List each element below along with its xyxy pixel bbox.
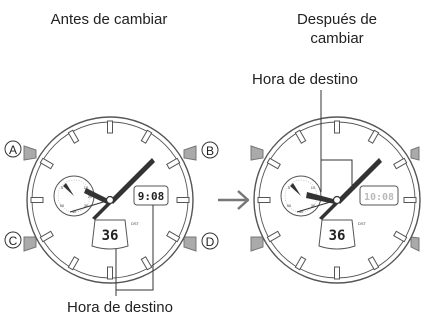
callout-line-top bbox=[320, 90, 353, 188]
title-after-line2: cambiar bbox=[310, 30, 364, 47]
watch-after-minute-hand bbox=[337, 158, 382, 204]
watch-after-button-c bbox=[250, 236, 264, 252]
watch-before: 10 20 30 40 50 5 9:08 36 DST bbox=[23, 116, 197, 284]
title-after: Después de cambiar bbox=[262, 10, 412, 48]
watch-after-subdial-num-5: 50 bbox=[287, 203, 292, 208]
button-c-letter: C bbox=[9, 234, 18, 248]
watch-after-hour-hand bbox=[306, 192, 337, 204]
watch-before-subdial-num-4: 40 bbox=[72, 209, 77, 214]
watch-before-hand-tail bbox=[92, 202, 111, 220]
watch-after-subdial-num-1: 10 bbox=[311, 185, 316, 190]
watch-after-second-hand bbox=[296, 199, 338, 213]
button-c-badge bbox=[4, 231, 22, 249]
watch-before-subdial-hand bbox=[63, 183, 74, 196]
watch-before-lower-lcd-text: 36 bbox=[102, 228, 119, 244]
watch-before-second-hand bbox=[69, 199, 111, 213]
watch-before-hour-hand bbox=[84, 188, 110, 204]
watch-after-lower-lcd-text: 36 bbox=[329, 228, 346, 244]
watch-before-button-b bbox=[183, 145, 197, 161]
watch-before-button-labels: A C B D bbox=[4, 140, 219, 250]
watch-after-subdial-hand bbox=[290, 183, 301, 196]
watch-after: 10 20 30 40 50 5 10:08 36 DST bbox=[250, 116, 421, 284]
watch-before-center-pin bbox=[105, 195, 115, 205]
watch-before-button-c bbox=[23, 236, 37, 252]
watch-before-lower-lcd bbox=[91, 219, 129, 250]
watch-after-button-a bbox=[250, 145, 264, 161]
watch-before-dst-label: DST bbox=[131, 221, 140, 226]
watch-after-lower-lcd bbox=[318, 219, 356, 250]
button-a-badge bbox=[4, 140, 22, 158]
watch-before-subdial-num-1: 10 bbox=[84, 185, 89, 190]
watch-after-button-d bbox=[410, 236, 420, 252]
watch-before-upper-lcd bbox=[133, 185, 169, 206]
watch-after-hand-tail bbox=[319, 202, 338, 220]
watch-before-subdial-num-6: 5 bbox=[61, 185, 64, 190]
button-a-letter: A bbox=[9, 143, 17, 157]
watch-before-subdial-num-3: 30 bbox=[84, 203, 89, 208]
button-d-badge bbox=[201, 232, 219, 250]
title-before: Antes de cambiar bbox=[50, 11, 168, 28]
watch-after-upper-lcd bbox=[359, 185, 399, 206]
watch-after-subdial-num-6: 5 bbox=[288, 185, 291, 190]
watch-after-subdial-num-4: 40 bbox=[299, 209, 304, 214]
watch-before-subdial-num-5: 50 bbox=[60, 203, 65, 208]
watch-before-button-a bbox=[23, 145, 37, 161]
title-after-line1: Después de bbox=[296, 11, 378, 28]
watch-before-minute-hand bbox=[110, 158, 155, 204]
watch-before-subdial-ring bbox=[57, 179, 91, 213]
watch-after-upper-lcd-text: 10:08 bbox=[364, 192, 394, 203]
button-d-letter: D bbox=[206, 235, 215, 249]
watch-before-button-d bbox=[183, 236, 197, 252]
button-b-letter: B bbox=[206, 144, 214, 158]
callout-line-bottom bbox=[115, 205, 154, 291]
watch-before-upper-lcd-text: 9:08 bbox=[138, 190, 165, 203]
button-b-badge bbox=[201, 141, 219, 159]
transition-arrow-icon bbox=[218, 190, 250, 210]
callout-label-top: Hora de destino bbox=[252, 71, 358, 88]
watch-after-button-b bbox=[410, 146, 420, 161]
watch-after-subdial-num-3: 30 bbox=[311, 203, 316, 208]
callout-label-bottom: Hora de destino bbox=[67, 299, 173, 316]
watch-after-dst-label: DST bbox=[358, 221, 367, 226]
watch-before-subdial-num-2: 20 bbox=[88, 194, 93, 199]
watch-after-center-pin bbox=[332, 195, 342, 205]
